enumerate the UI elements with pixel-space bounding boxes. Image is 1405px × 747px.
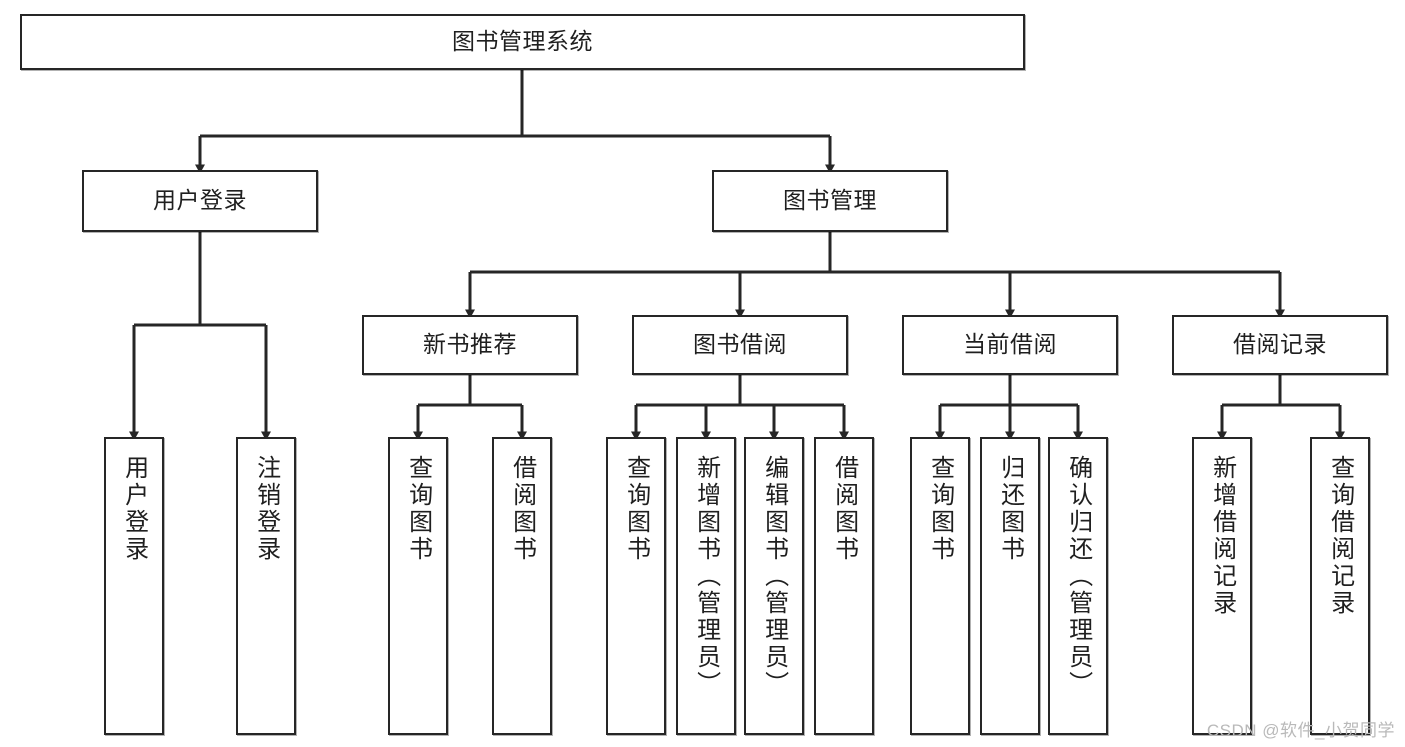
node-leaf-new-book-2-label: 借阅图书 — [508, 455, 536, 563]
node-root-system-label: 图书管理系统 — [452, 28, 593, 55]
node-leaf-user-login-1-label: 用户登录 — [120, 455, 148, 563]
node-leaf-book-borrow-3-label: 编辑图书（管理员） — [760, 455, 788, 698]
node-current-borrow[interactable]: 当前借阅 — [902, 315, 1118, 375]
node-book-management[interactable]: 图书管理 — [712, 170, 948, 232]
node-borrow-record[interactable]: 借阅记录 — [1172, 315, 1388, 375]
node-leaf-book-borrow-1[interactable]: 查询图书 — [606, 437, 666, 735]
node-leaf-current-borrow-1[interactable]: 查询图书 — [910, 437, 970, 735]
node-leaf-new-book-2[interactable]: 借阅图书 — [492, 437, 552, 735]
node-leaf-book-borrow-2[interactable]: 新增图书（管理员） — [676, 437, 736, 735]
node-leaf-new-book-1[interactable]: 查询图书 — [388, 437, 448, 735]
node-leaf-book-borrow-4[interactable]: 借阅图书 — [814, 437, 874, 735]
node-borrow-record-label: 借阅记录 — [1233, 331, 1327, 358]
node-leaf-current-borrow-3[interactable]: 确认归还（管理员） — [1048, 437, 1108, 735]
node-leaf-current-borrow-3-label: 确认归还（管理员） — [1064, 455, 1092, 698]
node-leaf-book-borrow-1-label: 查询图书 — [622, 455, 650, 563]
node-current-borrow-label: 当前借阅 — [963, 331, 1057, 358]
node-leaf-borrow-record-2[interactable]: 查询借阅记录 — [1310, 437, 1370, 735]
node-leaf-user-login-2[interactable]: 注销登录 — [236, 437, 296, 735]
node-book-management-label: 图书管理 — [783, 187, 877, 214]
node-book-borrow[interactable]: 图书借阅 — [632, 315, 848, 375]
node-leaf-user-login-2-label: 注销登录 — [252, 455, 280, 563]
node-leaf-borrow-record-2-label: 查询借阅记录 — [1326, 455, 1354, 617]
node-leaf-current-borrow-1-label: 查询图书 — [926, 455, 954, 563]
node-leaf-borrow-record-1[interactable]: 新增借阅记录 — [1192, 437, 1252, 735]
node-leaf-current-borrow-2-label: 归还图书 — [996, 455, 1024, 563]
node-leaf-book-borrow-3[interactable]: 编辑图书（管理员） — [744, 437, 804, 735]
node-user-login[interactable]: 用户登录 — [82, 170, 318, 232]
node-leaf-current-borrow-2[interactable]: 归还图书 — [980, 437, 1040, 735]
node-leaf-book-borrow-4-label: 借阅图书 — [830, 455, 858, 563]
node-new-book-recommend[interactable]: 新书推荐 — [362, 315, 578, 375]
node-book-borrow-label: 图书借阅 — [693, 331, 787, 358]
node-leaf-new-book-1-label: 查询图书 — [404, 455, 432, 563]
node-leaf-book-borrow-2-label: 新增图书（管理员） — [692, 455, 720, 698]
node-root-system[interactable]: 图书管理系统 — [20, 14, 1025, 70]
node-leaf-borrow-record-1-label: 新增借阅记录 — [1208, 455, 1236, 617]
node-new-book-recommend-label: 新书推荐 — [423, 331, 517, 358]
node-user-login-label: 用户登录 — [153, 187, 247, 214]
csdn-watermark: CSDN @软件_小贺同学 — [1206, 721, 1395, 740]
node-leaf-user-login-1[interactable]: 用户登录 — [104, 437, 164, 735]
